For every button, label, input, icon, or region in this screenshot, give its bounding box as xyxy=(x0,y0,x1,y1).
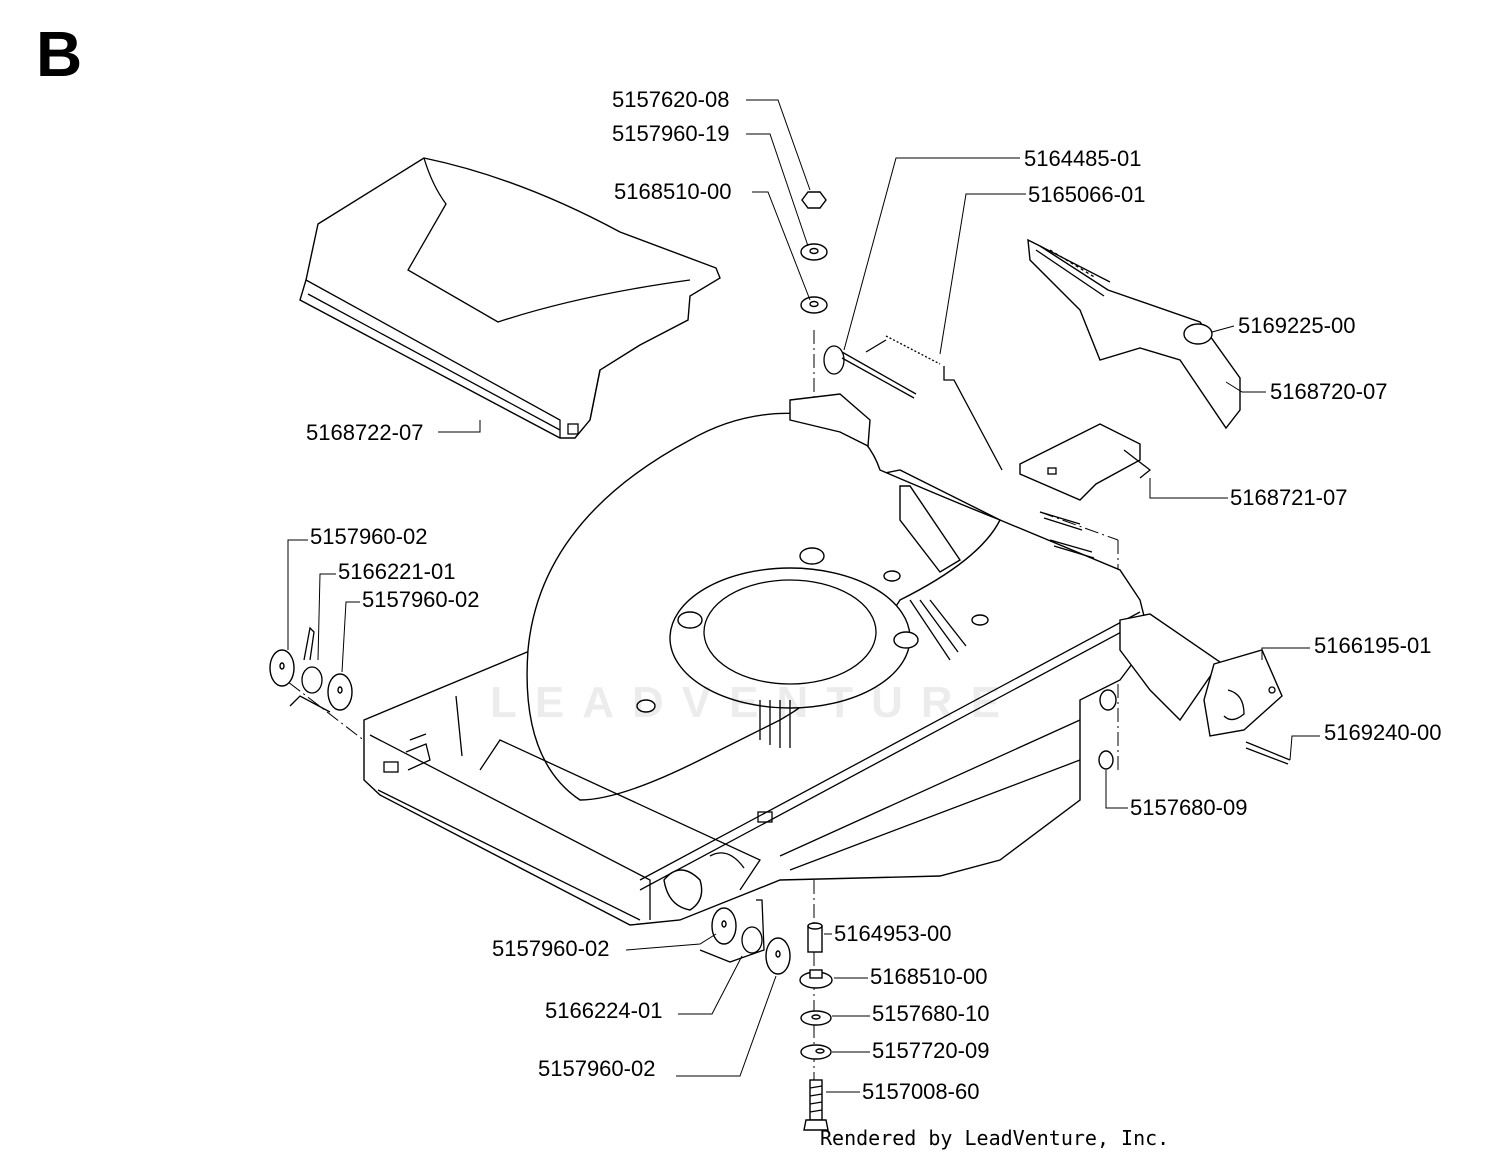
rear-pin[interactable] xyxy=(1245,741,1291,765)
part-label-5168510-00-bottom[interactable]: 5168510-00 xyxy=(870,964,988,989)
lower-bolt[interactable] xyxy=(803,1079,829,1131)
part-label-5157680-10[interactable]: 5157680-10 xyxy=(872,1001,990,1026)
mower-deck[interactable] xyxy=(363,393,1221,926)
hinge-bracket[interactable] xyxy=(1019,423,1152,501)
left-axle-axis xyxy=(269,667,371,746)
part-label-5157960-02-left-outer[interactable]: 5157960-02 xyxy=(310,524,428,549)
rubber-cap[interactable] xyxy=(1183,323,1213,345)
torsion-rod[interactable] xyxy=(823,345,917,399)
lower-lock-washer[interactable] xyxy=(800,1044,832,1060)
section-letter: B xyxy=(36,18,83,90)
part-label-5157960-02-front-inner[interactable]: 5157960-02 xyxy=(492,936,610,961)
front-spacer-ring[interactable] xyxy=(699,899,765,963)
part-label-5157960-02-front-outer[interactable]: 5157960-02 xyxy=(538,1056,656,1081)
rear-flap-arm[interactable] xyxy=(1027,238,1241,430)
part-label-5157680-09[interactable]: 5157680-09 xyxy=(1130,795,1248,820)
top-nut[interactable] xyxy=(801,191,827,209)
part-label-5168510-00-top[interactable]: 5168510-00 xyxy=(614,179,732,204)
front-washer-outer[interactable] xyxy=(765,937,791,975)
part-label-5164953-00[interactable]: 5164953-00 xyxy=(834,921,952,946)
part-label-5166224-01[interactable]: 5166224-01 xyxy=(545,998,663,1023)
part-label-5164485-01[interactable]: 5164485-01 xyxy=(1024,146,1142,171)
front-washer-inner[interactable] xyxy=(711,907,737,945)
leader-lines xyxy=(287,99,1320,1093)
part-label-5157960-19[interactable]: 5157960-19 xyxy=(612,121,730,146)
watermark: LEADVENTURE xyxy=(490,678,1019,727)
part-label-5157620-08[interactable]: 5157620-08 xyxy=(612,87,730,112)
rear-pins-upper[interactable] xyxy=(1039,511,1095,559)
part-label-5157720-09[interactable]: 5157720-09 xyxy=(872,1038,990,1063)
top-washer-upper[interactable] xyxy=(800,243,828,261)
left-axle-clip[interactable] xyxy=(289,695,331,713)
lower-spacer[interactable] xyxy=(799,969,833,989)
lower-sleeve[interactable] xyxy=(807,922,823,953)
part-label-5169225-00[interactable]: 5169225-00 xyxy=(1238,313,1356,338)
top-washer-lower[interactable] xyxy=(800,296,828,314)
part-label-5157960-02-left-inner[interactable]: 5157960-02 xyxy=(362,587,480,612)
left-washer-outer[interactable] xyxy=(269,649,295,687)
part-label-5169240-00[interactable]: 5169240-00 xyxy=(1324,720,1442,745)
rear-flap-cover[interactable] xyxy=(299,157,721,439)
lower-washer[interactable] xyxy=(800,1010,832,1026)
render-credit: Rendered by LeadVenture, Inc. xyxy=(820,1126,1170,1150)
rear-washer[interactable] xyxy=(1098,750,1114,770)
part-label-5166221-01[interactable]: 5166221-01 xyxy=(338,559,456,584)
left-washer-inner[interactable] xyxy=(327,673,353,711)
part-label-5168721-07[interactable]: 5168721-07 xyxy=(1230,485,1348,510)
part-label-5157008-60[interactable]: 5157008-60 xyxy=(862,1079,980,1104)
part-label-5165066-01[interactable]: 5165066-01 xyxy=(1028,182,1146,207)
rear-pin-axis xyxy=(1039,511,1119,541)
left-spacer-ring[interactable] xyxy=(301,626,323,694)
part-label-5168720-07[interactable]: 5168720-07 xyxy=(1270,379,1388,404)
part-label-5168722-07[interactable]: 5168722-07 xyxy=(306,420,424,445)
part-label-5166195-01[interactable]: 5166195-01 xyxy=(1314,633,1432,658)
tension-spring[interactable] xyxy=(865,335,1003,471)
rear-axle-plate[interactable] xyxy=(1203,649,1283,737)
